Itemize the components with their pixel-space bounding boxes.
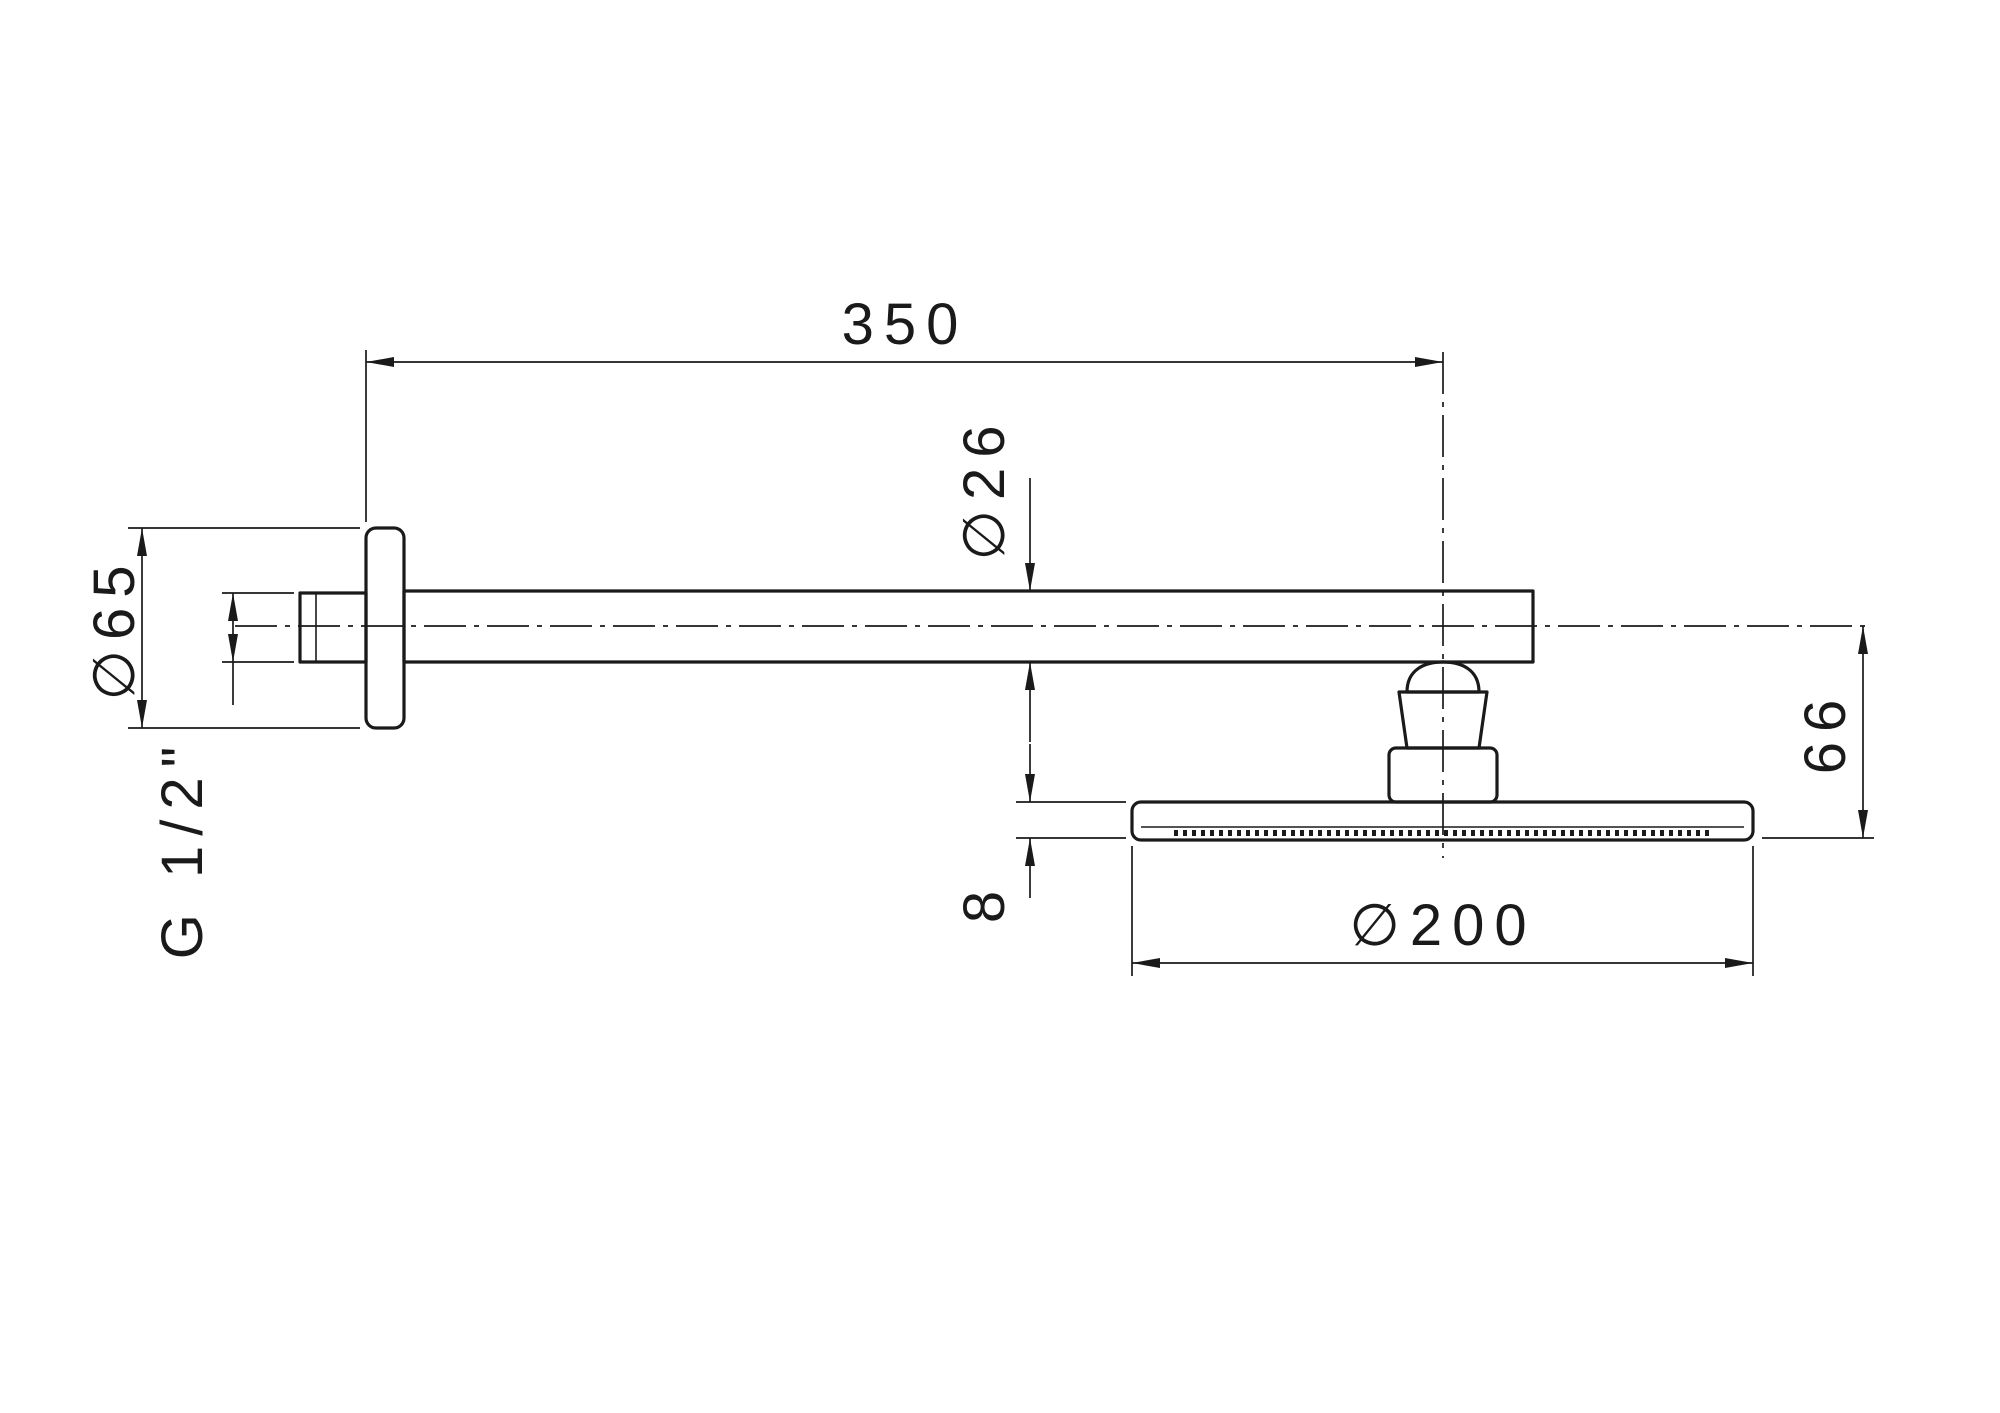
dim-head-thickness: 8	[952, 744, 1126, 923]
centerlines	[235, 352, 1868, 858]
arrowhead-down	[1025, 563, 1035, 591]
arrowhead-left	[366, 357, 394, 367]
ball-joint	[1387, 660, 1499, 804]
arrowhead-down	[228, 634, 238, 662]
dim-arm-length: 350	[365, 292, 1443, 522]
arrowhead-down	[1858, 810, 1868, 838]
thread-nipple	[298, 591, 368, 664]
dim-arm-length-label: 350	[842, 292, 969, 357]
shower-arm-assembly	[298, 526, 1535, 730]
dim-thread-size: G 1/2"	[150, 592, 294, 959]
dim-arm-diameter: ∅26	[952, 415, 1035, 742]
dim-thread-size-label: G 1/2"	[150, 737, 215, 959]
arrowhead-down	[1025, 774, 1035, 802]
arrowhead-up	[137, 528, 147, 556]
arrowhead-up	[1025, 662, 1035, 690]
arrowhead-down	[137, 700, 147, 728]
shower-head-body	[1130, 800, 1755, 842]
dim-drop-height: 66	[1762, 626, 1874, 839]
dim-arm-diameter-label: ∅26	[952, 415, 1017, 560]
arrowhead-up	[228, 593, 238, 621]
arrowhead-right	[1415, 357, 1443, 367]
dim-head-diameter-label: ∅200	[1349, 893, 1536, 958]
arrowhead-right	[1725, 958, 1753, 968]
shower-arm	[402, 589, 1535, 664]
nozzle-row	[1172, 829, 1713, 837]
arrowhead-left	[1132, 958, 1160, 968]
arrowhead-up	[1025, 838, 1035, 866]
shower-head	[1130, 800, 1755, 842]
arrowhead-up	[1858, 626, 1868, 654]
dim-flange-diameter-label: ∅65	[82, 555, 147, 700]
dim-flange-diameter: ∅65	[82, 527, 360, 729]
dim-head-diameter: ∅200	[1131, 846, 1754, 976]
dim-drop-height-label: 66	[1793, 690, 1858, 775]
joint-dome	[1405, 660, 1481, 694]
dim-head-thickness-label: 8	[952, 881, 1017, 923]
wall-flange	[364, 526, 406, 730]
